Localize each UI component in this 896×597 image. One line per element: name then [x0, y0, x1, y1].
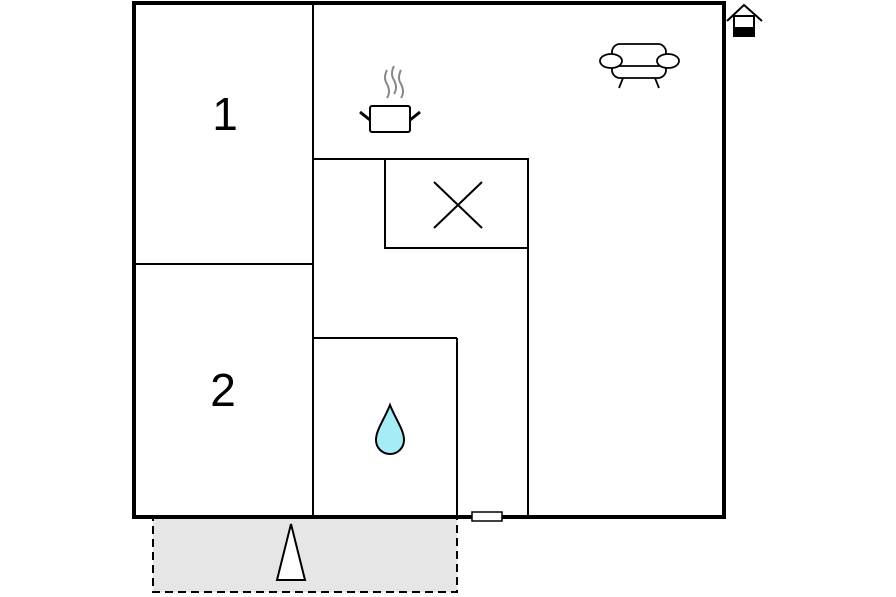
water-drop-icon [374, 402, 406, 455]
window-marker [471, 511, 503, 522]
room-label-2: 2 [210, 364, 236, 416]
outer-walls [132, 1, 726, 519]
interior-walls [134, 3, 529, 517]
utility-room [384, 158, 529, 249]
house-icon [726, 3, 763, 37]
sofa-icon [599, 43, 680, 89]
cooking-pot-icon [359, 65, 421, 133]
entrance-arrow-icon [275, 523, 307, 581]
room-label-1: 1 [212, 88, 238, 140]
cross-icon [433, 181, 483, 229]
